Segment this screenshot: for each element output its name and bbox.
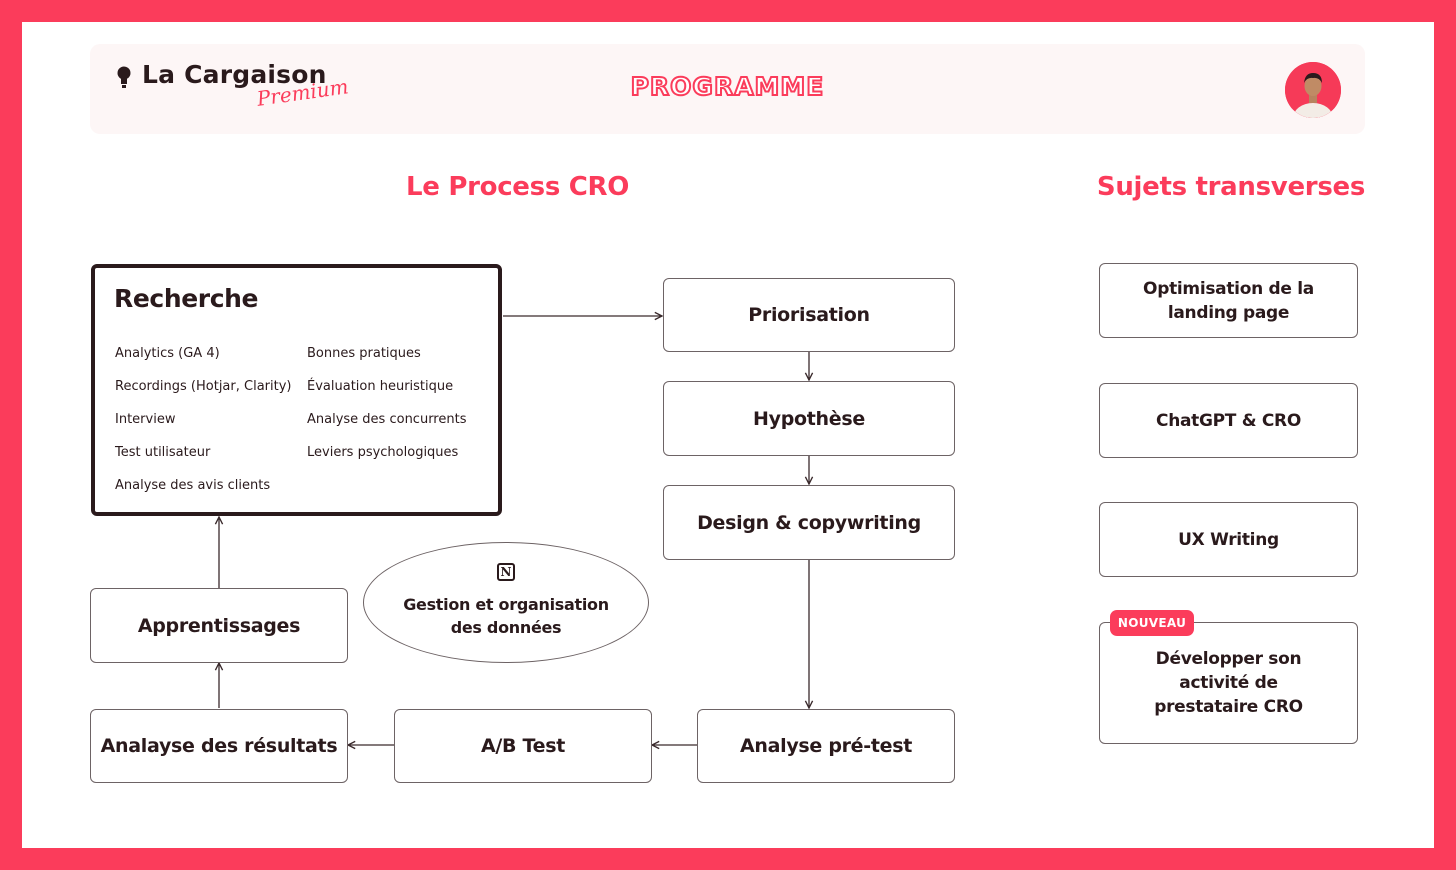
topic-line: Optimisation de la (1143, 278, 1314, 299)
research-item: Évaluation heuristique (307, 379, 454, 394)
recherche-title: Recherche (114, 284, 259, 313)
data-management-ellipse: N Gestion et organisation des données (363, 542, 649, 663)
data-management-line: Gestion et organisation (403, 595, 609, 614)
header-bar: La Cargaison Premium PROGRAMME (90, 44, 1365, 134)
step-priorisation: Priorisation (663, 278, 955, 352)
brand-name: La Cargaison (142, 60, 327, 89)
research-item: Analytics (GA 4) (115, 346, 220, 361)
research-item: Recordings (Hotjar, Clarity) (115, 379, 292, 394)
topic-line: UX Writing (1178, 529, 1279, 550)
research-item: Leviers psychologiques (307, 445, 459, 460)
step-analyse-resultats: Analayse des résultats (90, 709, 348, 783)
topic-ux-writing: UX Writing (1099, 502, 1358, 577)
lightbulb-icon (117, 66, 131, 88)
topic-line: prestataire CRO (1154, 697, 1303, 717)
step-apprentissages: Apprentissages (90, 588, 348, 663)
recherche-box: Recherche Analytics (GA 4) Recordings (H… (91, 264, 502, 516)
slide-canvas: La Cargaison Premium PROGRAMME Le Proces… (22, 22, 1434, 848)
research-item: Analyse des avis clients (115, 478, 271, 493)
research-item: Analyse des concurrents (307, 412, 467, 427)
research-item: Interview (115, 412, 176, 427)
notion-icon: N (497, 563, 515, 581)
transverse-section-title: Sujets transverses (1096, 172, 1365, 202)
data-management-line: des données (450, 618, 562, 637)
topic-line: landing page (1167, 302, 1290, 323)
step-design-copywriting: Design & copywriting (663, 485, 955, 560)
step-hypothese: Hypothèse (663, 381, 955, 456)
topic-landing-page: Optimisation de la landing page (1099, 263, 1358, 338)
topic-line: ChatGPT & CRO (1156, 410, 1301, 431)
topic-chatgpt-cro: ChatGPT & CRO (1099, 383, 1358, 458)
person-photo-icon (1285, 62, 1341, 118)
topic-prestataire-cro: Développer son activité de prestataire C… (1099, 622, 1358, 744)
research-item: Bonnes pratiques (307, 346, 421, 361)
program-title: PROGRAMME (630, 71, 825, 102)
avatar (1285, 62, 1341, 118)
topic-line: Développer son (1155, 649, 1302, 669)
step-ab-test: A/B Test (394, 709, 652, 783)
flow-arrows (22, 22, 1434, 848)
new-badge: NOUVEAU (1110, 610, 1194, 636)
data-management-label: Gestion et organisation des données (364, 593, 648, 639)
process-section-title: Le Process CRO (406, 172, 630, 202)
topic-line: activité de (1179, 673, 1278, 693)
research-item: Test utilisateur (115, 445, 211, 460)
step-analyse-pre-test: Analyse pré-test (697, 709, 955, 783)
